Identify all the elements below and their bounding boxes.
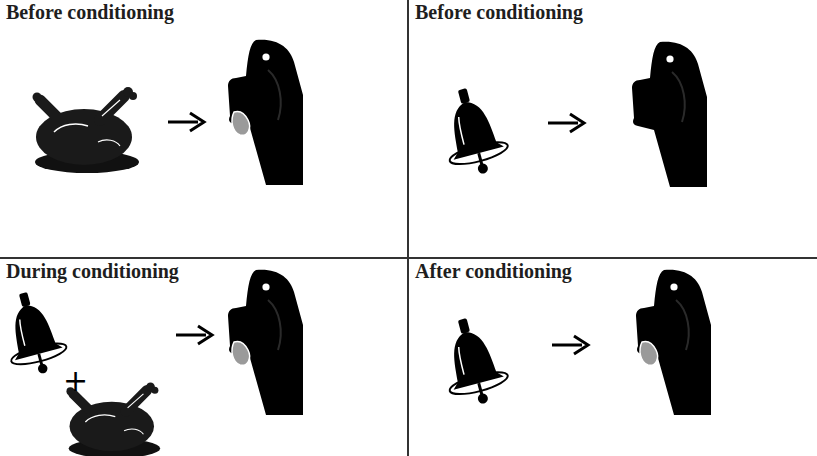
- bell-icon: [0, 286, 71, 381]
- stage-panel: After conditioning: [409, 259, 817, 456]
- panel-title: After conditioning: [415, 260, 572, 283]
- plus-sign: +: [63, 366, 88, 396]
- arrow-icon: [168, 113, 204, 131]
- arrow-icon: [552, 336, 588, 354]
- dog-head: [228, 40, 303, 185]
- stage-panel: During conditioning: [0, 259, 408, 456]
- arrow-icon: [176, 326, 212, 344]
- saliva-drop: [232, 111, 250, 135]
- dog-head: [632, 42, 707, 187]
- panel-divider: [407, 0, 409, 456]
- stage-panel: Before conditioning: [409, 0, 817, 258]
- arrow-icon: [548, 114, 584, 132]
- stage-panel: Before conditioning: [0, 0, 408, 258]
- dog-head: [228, 270, 303, 415]
- panel-divider: [0, 257, 817, 259]
- panel-title: Before conditioning: [6, 1, 174, 24]
- dog-head: [636, 270, 711, 415]
- panel-title: During conditioning: [6, 260, 179, 283]
- bell-icon: [433, 82, 513, 182]
- bell-icon: [433, 312, 513, 412]
- saliva-drop: [232, 341, 250, 365]
- food-icon: [66, 382, 160, 456]
- saliva-drop: [640, 341, 658, 365]
- food-icon: [33, 87, 140, 173]
- panel-title: Before conditioning: [415, 1, 583, 24]
